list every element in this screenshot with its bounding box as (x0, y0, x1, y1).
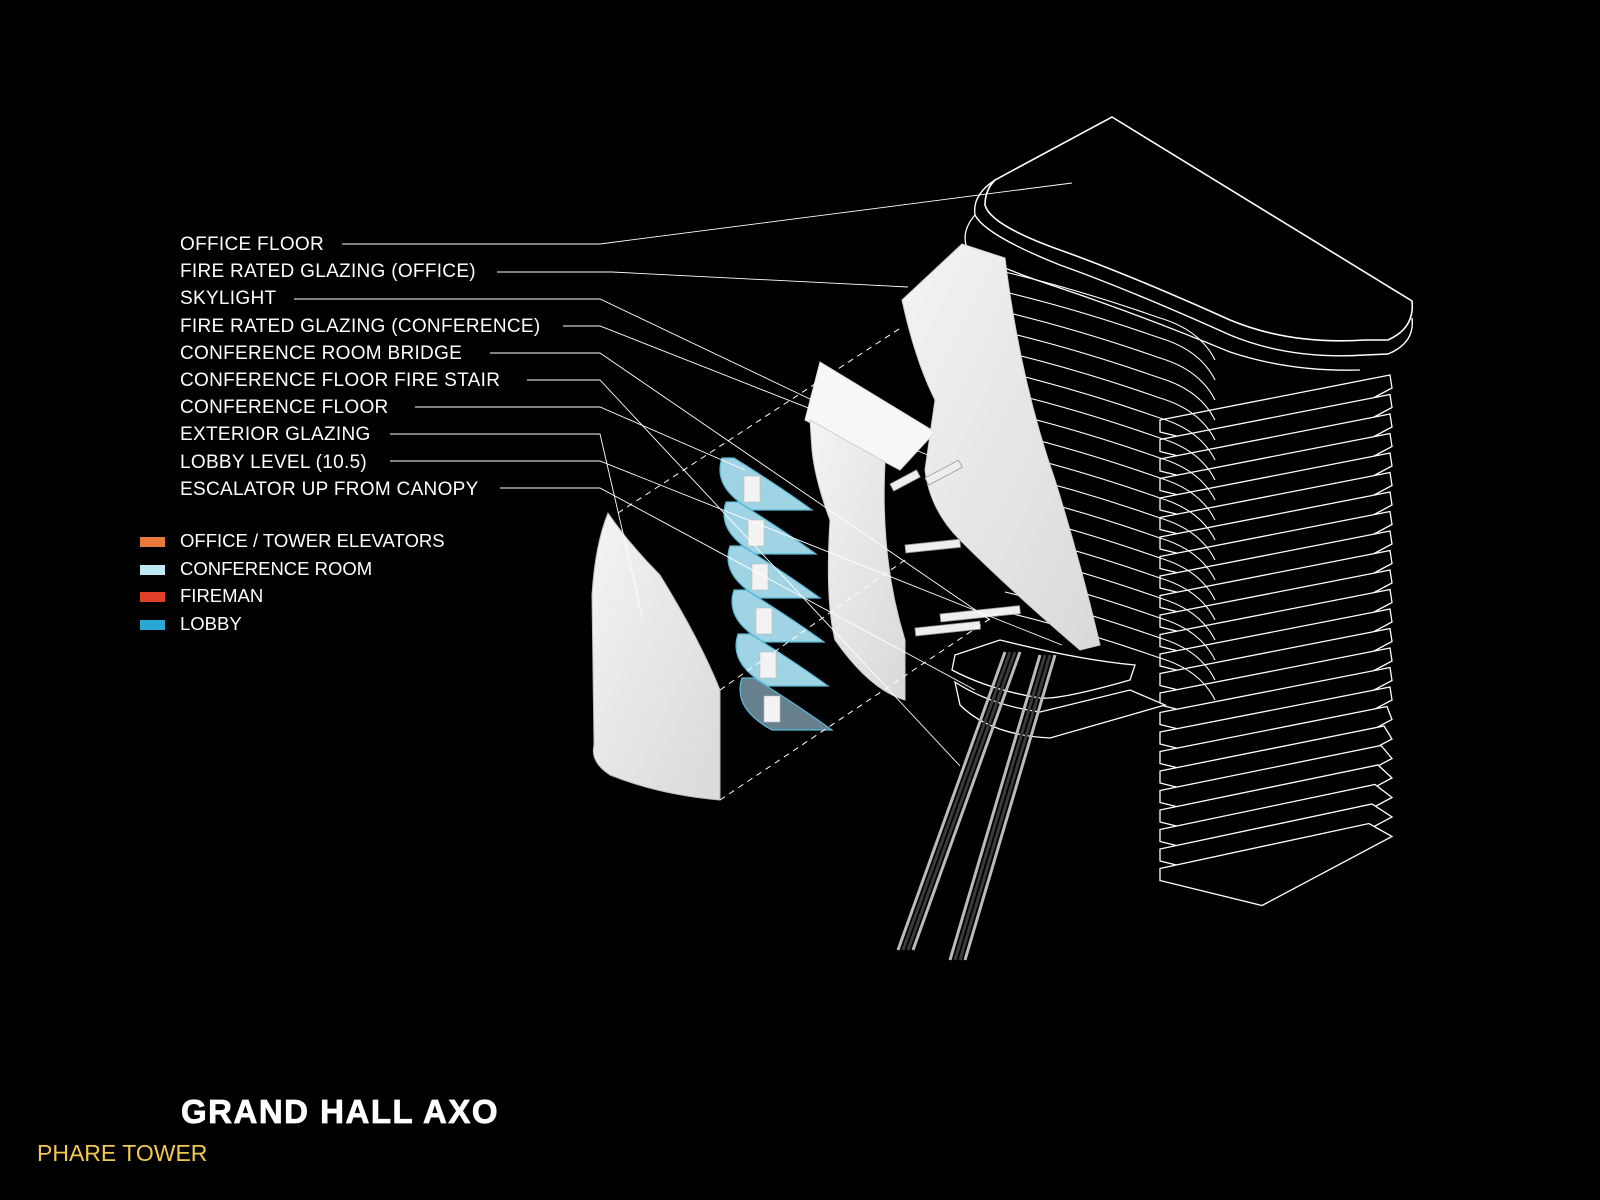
legend-swatch (140, 564, 165, 575)
label-fire-rated-glazing-office: FIRE RATED GLAZING (OFFICE) (180, 261, 476, 283)
legend-label: OFFICE / TOWER ELEVATORS (180, 530, 445, 551)
label-escalator: ESCALATOR UP FROM CANOPY (180, 478, 479, 500)
conference-floor-fire-stair (743, 475, 761, 503)
exterior-glazing (591, 511, 721, 801)
leader-line (500, 487, 976, 691)
floor-plate-curve (1004, 331, 1216, 421)
conference-floor-fire-stair (763, 695, 781, 723)
floor-plate-curve (1004, 431, 1216, 521)
legend-item-conference-room: CONFERENCE ROOM (140, 555, 445, 583)
floor-plate-curve (1004, 311, 1216, 401)
escalator-rail (911, 651, 1022, 951)
legend-item-fireman: FIREMAN (140, 582, 445, 610)
leader-line (563, 325, 929, 456)
conference-floor-disc (739, 677, 834, 731)
dashed-volume-lines (617, 326, 1001, 801)
leader-line (390, 433, 643, 616)
legend-item-lobby: LOBBY (140, 610, 445, 638)
escalator-rail (896, 651, 1007, 951)
legend-label: CONFERENCE ROOM (180, 557, 373, 579)
office-floor-edge-2 (964, 214, 1361, 371)
tower-floor-stack (1004, 271, 1394, 907)
conference-floor-disc (731, 589, 826, 643)
label-fire-rated-glazing-conference: FIRE RATED GLAZING (CONFERENCE) (180, 315, 541, 337)
conference-floor-fire-stair (759, 651, 777, 679)
legend-label: FIREMAN (180, 585, 264, 606)
conference-floor-fire-stair (751, 563, 769, 591)
skylight (804, 361, 936, 471)
conference-floor-disc (735, 633, 830, 687)
label-conference-room-bridge: CONFERENCE ROOM BRIDGE (180, 342, 463, 364)
conference-room-bridge (889, 459, 1021, 637)
legend-item-office-elevators: OFFICE / TOWER ELEVATORS (140, 527, 445, 555)
floor-plate-curve (1004, 351, 1216, 441)
legend-swatch (140, 592, 165, 602)
escalator-rail (958, 654, 1052, 961)
page-subtitle: PHARE TOWER (37, 1140, 208, 1166)
leader-lines (294, 182, 1073, 767)
conference-floor-fire-stair (747, 519, 765, 547)
floor-plate-curve (1004, 291, 1216, 381)
leader-line (497, 271, 909, 288)
escalator-up-from-canopy (896, 651, 1057, 961)
label-exterior-glazing: EXTERIOR GLAZING (180, 424, 371, 446)
legend: OFFICE / TOWER ELEVATORS CONFERENCE ROOM… (140, 527, 445, 637)
floor-plate-curve (1004, 611, 1216, 701)
leader-line (490, 352, 991, 621)
label-skylight: SKYLIGHT (180, 288, 277, 310)
conference-floor-disc (727, 545, 822, 599)
escalator-rail (948, 654, 1042, 961)
leader-line (527, 379, 961, 767)
escalator-rail (963, 654, 1057, 961)
conference-floor-fire-stair (755, 607, 773, 635)
floor-plate-curve (1004, 371, 1216, 461)
escalator-rail (953, 654, 1047, 961)
escalator-rail (906, 651, 1017, 951)
fire-rated-glazing-office (901, 243, 1101, 651)
escalator-rail (901, 651, 1012, 951)
leader-line (294, 298, 813, 401)
label-lobby-level: LOBBY LEVEL (10.5) (180, 451, 368, 473)
callout-labels: OFFICE FLOOR FIRE RATED GLAZING (OFFICE)… (180, 231, 540, 503)
label-conference-floor-fire-stair: CONFERENCE FLOOR FIRE STAIR (180, 369, 501, 391)
floor-plate-curve (1004, 411, 1216, 501)
tower-floor-slab (1159, 822, 1394, 907)
conference-floor-disc (719, 457, 814, 511)
leader-line (390, 460, 1063, 646)
page-title: GRAND HALL AXO (181, 1093, 499, 1131)
office-floor-top (984, 116, 1414, 342)
floor-plate-curve (1004, 391, 1216, 481)
legend-swatch (140, 537, 165, 547)
conference-floor-disc (723, 501, 818, 555)
legend-label: LOBBY (180, 612, 242, 634)
leader-line (415, 406, 746, 471)
legend-swatch (140, 619, 165, 630)
label-office-floor: OFFICE FLOOR (180, 234, 324, 255)
conference-floors (719, 457, 834, 731)
leader-line (342, 182, 1073, 245)
label-conference-floor: CONFERENCE FLOOR (180, 397, 389, 419)
